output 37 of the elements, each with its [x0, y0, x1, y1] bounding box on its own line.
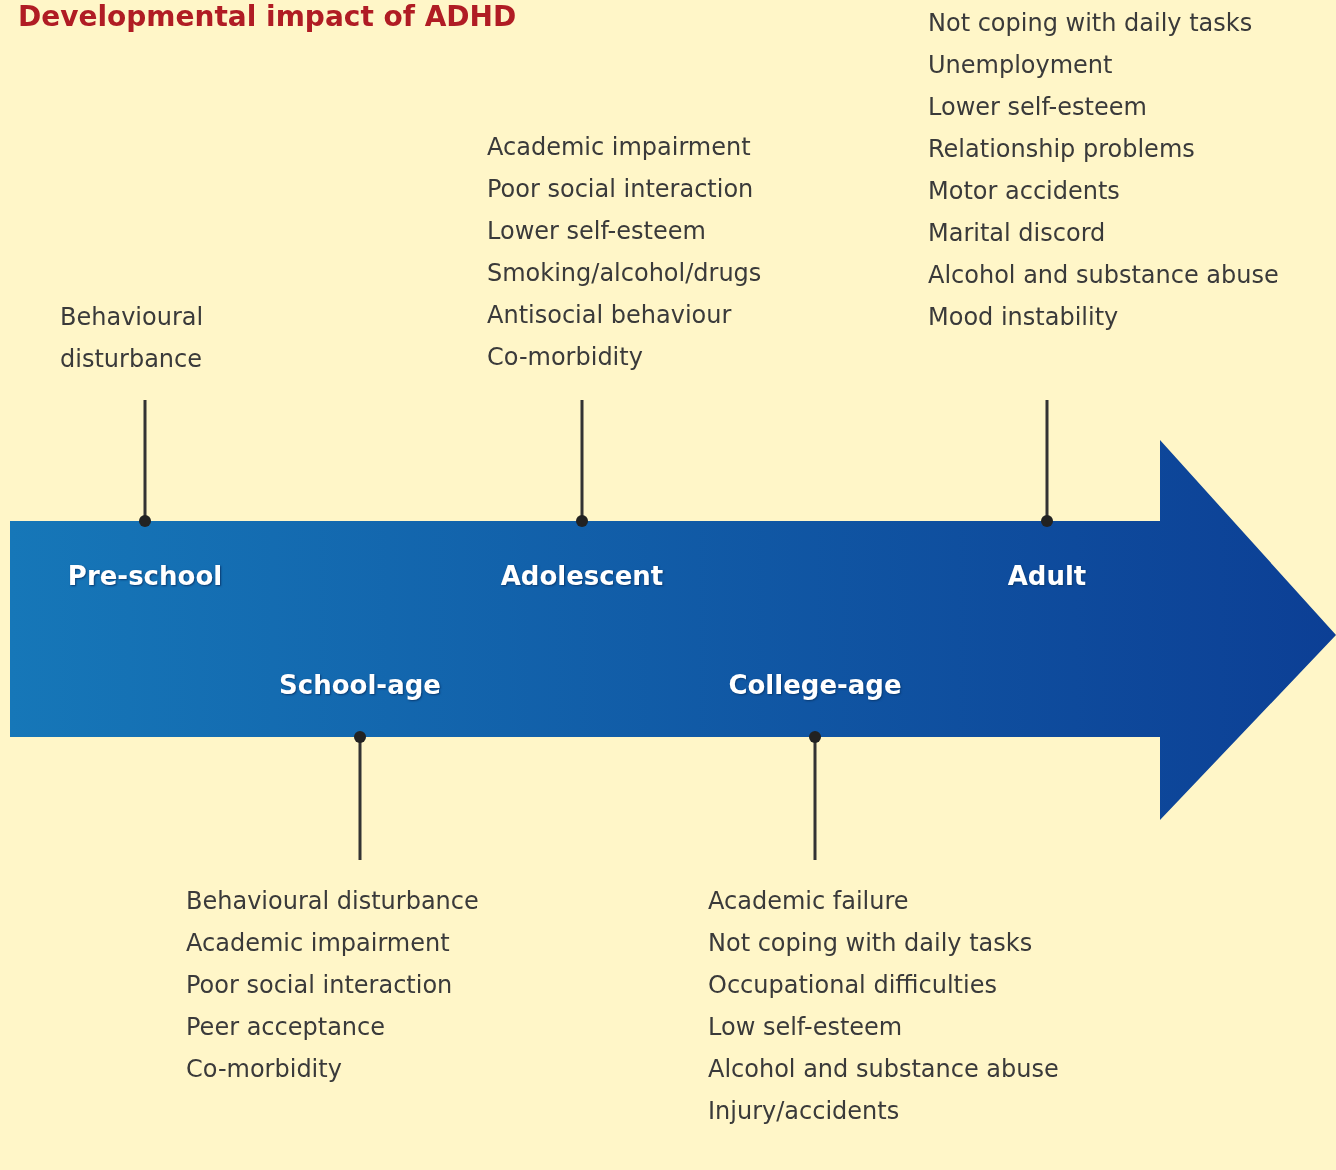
effect-text: Unemployment — [928, 50, 1113, 81]
effect-text: Peer acceptance — [186, 1012, 386, 1043]
effect-text: Lower self-esteem — [928, 92, 1147, 123]
leader-line — [576, 400, 588, 527]
effect-text: Poor social interaction — [186, 970, 453, 1001]
stage-label: College-age — [728, 670, 902, 700]
effect-text: Smoking/alcohol/drugs — [487, 258, 762, 289]
effect-text: Injury/accidents — [708, 1096, 900, 1127]
leader-line — [354, 731, 366, 860]
effect-text: Academic impairment — [186, 928, 450, 959]
effect-text: Co-morbidity — [186, 1054, 342, 1085]
effect-text: Not coping with daily tasks — [708, 928, 1033, 959]
effect-text: Alcohol and substance abuse — [708, 1054, 1059, 1085]
effect-text: Alcohol and substance abuse — [928, 260, 1279, 291]
effect-text: Antisocial behaviour — [487, 300, 732, 331]
effect-text: Lower self-esteem — [487, 216, 706, 247]
effect-text: Occupational difficulties — [708, 970, 997, 1001]
effect-text: Low self-esteem — [708, 1012, 903, 1043]
effect-text: Behavioural disturbance — [186, 886, 479, 917]
effect-text: Not coping with daily tasks — [928, 8, 1253, 39]
stage-label: Adult — [1007, 561, 1087, 591]
stage-label: Pre-school — [67, 561, 223, 591]
effect-text: Behavioural disturbance — [60, 302, 205, 375]
effect-text: Academic impairment — [487, 132, 751, 163]
effect-text: Co-morbidity — [487, 342, 643, 373]
effect-text: Motor accidents — [928, 176, 1120, 207]
effect-text: Mood instability — [928, 302, 1119, 333]
leader-line — [1041, 400, 1053, 527]
effect-text: Relationship problems — [928, 134, 1195, 165]
effect-text: Marital discord — [928, 218, 1106, 249]
stage-label: Adolescent — [500, 561, 664, 591]
stage-label: School-age — [279, 670, 441, 700]
diagram-title: Developmental impact of ADHD — [18, 0, 517, 33]
leader-line — [809, 731, 821, 860]
effect-text: Poor social interaction — [487, 174, 754, 205]
effect-text: Academic failure — [708, 886, 909, 917]
leader-line — [139, 400, 151, 527]
